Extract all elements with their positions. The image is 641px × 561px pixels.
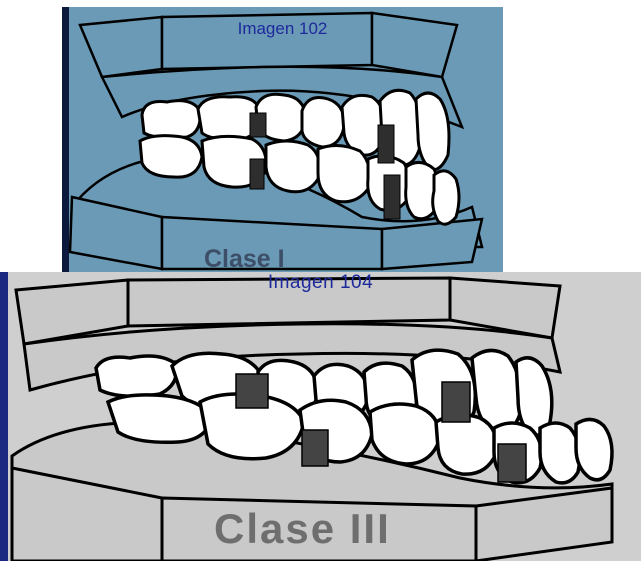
class-i-diagram: Imagen 102 Clase I xyxy=(62,7,503,274)
figure-caption: Imagen 102 xyxy=(62,19,503,39)
class-label: Clase III xyxy=(214,505,391,553)
figure-caption: Imagen 104 xyxy=(0,272,641,294)
panel-left-border xyxy=(0,272,8,561)
upper-canine-marker xyxy=(378,125,394,163)
class-i-illustration xyxy=(62,7,503,274)
class-iii-diagram: Imagen 104 Clase III xyxy=(0,272,641,561)
class-label: Clase I xyxy=(204,245,285,274)
lower-molar-marker xyxy=(302,430,328,466)
panel-left-border xyxy=(62,7,69,274)
lower-molar-marker xyxy=(250,159,264,189)
lower-canine-marker xyxy=(384,175,400,219)
lower-canine-marker xyxy=(498,444,526,482)
upper-molar-marker xyxy=(250,113,266,137)
upper-canine-marker xyxy=(442,382,470,422)
upper-molar-marker xyxy=(236,374,268,408)
